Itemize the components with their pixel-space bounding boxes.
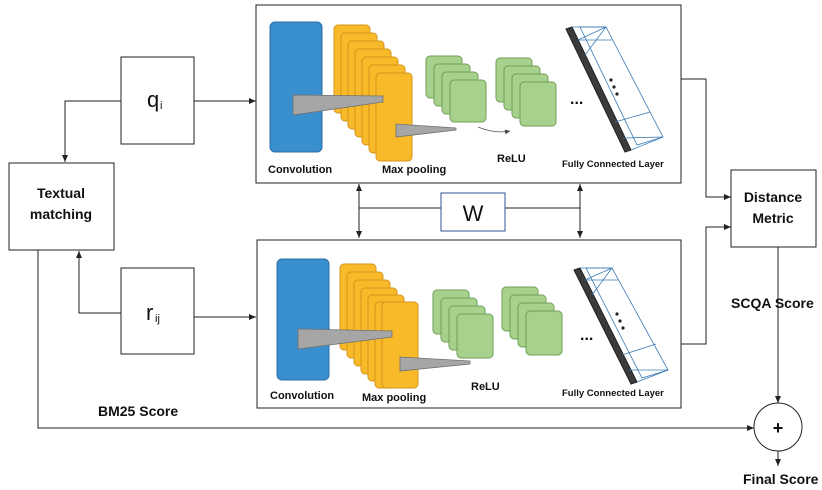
shared-weights-label: W <box>463 201 484 226</box>
distance-metric-line1: Distance <box>744 189 803 205</box>
cnn-top-max-pooling-label: Max pooling <box>382 164 446 176</box>
response-subscript: ij <box>155 313 160 325</box>
cnn-top-relu-stack <box>425 55 487 123</box>
edge-bottom-cnn-to-distance <box>681 224 731 345</box>
cnn-bottom-convolution-layer <box>276 258 330 381</box>
cnn-top-fc-label: Fully Connected Layer <box>562 159 664 170</box>
cnn-top-relu-arrow <box>477 126 511 135</box>
edge-top-cnn-to-distance <box>681 78 731 200</box>
cnn-top-fc-layer <box>565 26 664 153</box>
edge-textual-to-sum <box>37 250 754 431</box>
cnn-top: ... Convolution Max pooling ReLU Fully C… <box>255 4 682 184</box>
cnn-top-convolution-label: Convolution <box>268 164 332 176</box>
cnn-bottom-max-pooling-label: Max pooling <box>362 392 426 404</box>
edge-query-to-textual-matching <box>62 100 121 162</box>
cnn-bottom-convolution-label: Convolution <box>270 390 334 402</box>
query-label: q <box>147 87 159 112</box>
cnn-top-convolution-layer <box>269 21 323 153</box>
scqa-score-label: SCQA Score <box>731 295 814 311</box>
cnn-bottom-fc-label: Fully Connected Layer <box>562 388 664 399</box>
textual-matching-line1: Textual <box>37 185 85 201</box>
distance-metric-line2: Metric <box>752 210 793 226</box>
sum-symbol: + <box>773 418 784 438</box>
response-label: r <box>146 300 153 325</box>
bm25-score-label: BM25 Score <box>98 403 178 419</box>
cnn-bottom-pool-cone <box>399 356 471 372</box>
cnn-bottom-relu-stack-2 <box>501 286 563 356</box>
cnn-bottom-fc-layer <box>573 267 669 385</box>
connectors <box>37 78 781 466</box>
cnn-top-ellipsis: ... <box>570 91 583 108</box>
cnn-bottom-relu-label: ReLU <box>471 381 500 393</box>
cnn-bottom-relu-stack <box>432 289 494 359</box>
sum-node: + <box>753 402 803 452</box>
cnn-top-relu-stack-2 <box>495 57 557 127</box>
cnn-top-relu-label: ReLU <box>497 153 526 165</box>
query-node: q i <box>120 56 195 145</box>
cnn-top-conv-cone <box>292 94 384 116</box>
response-node: r ij <box>120 267 195 355</box>
cnn-bottom-conv-cone <box>297 328 393 350</box>
cnn-top-pool-cone <box>395 123 457 138</box>
distance-metric-node: Distance Metric <box>730 169 817 248</box>
textual-matching-node: Textual matching <box>8 162 115 251</box>
cnn-bottom: ... Convolution Max pooling ReLU Fully C… <box>256 239 682 409</box>
cnn-bottom-ellipsis: ... <box>580 327 593 344</box>
final-score-label: Final Score <box>743 471 819 487</box>
edge-response-to-textual-matching <box>76 251 121 314</box>
shared-weights-node: W <box>440 192 506 232</box>
query-subscript: i <box>160 100 162 112</box>
textual-matching-line2: matching <box>30 206 92 222</box>
